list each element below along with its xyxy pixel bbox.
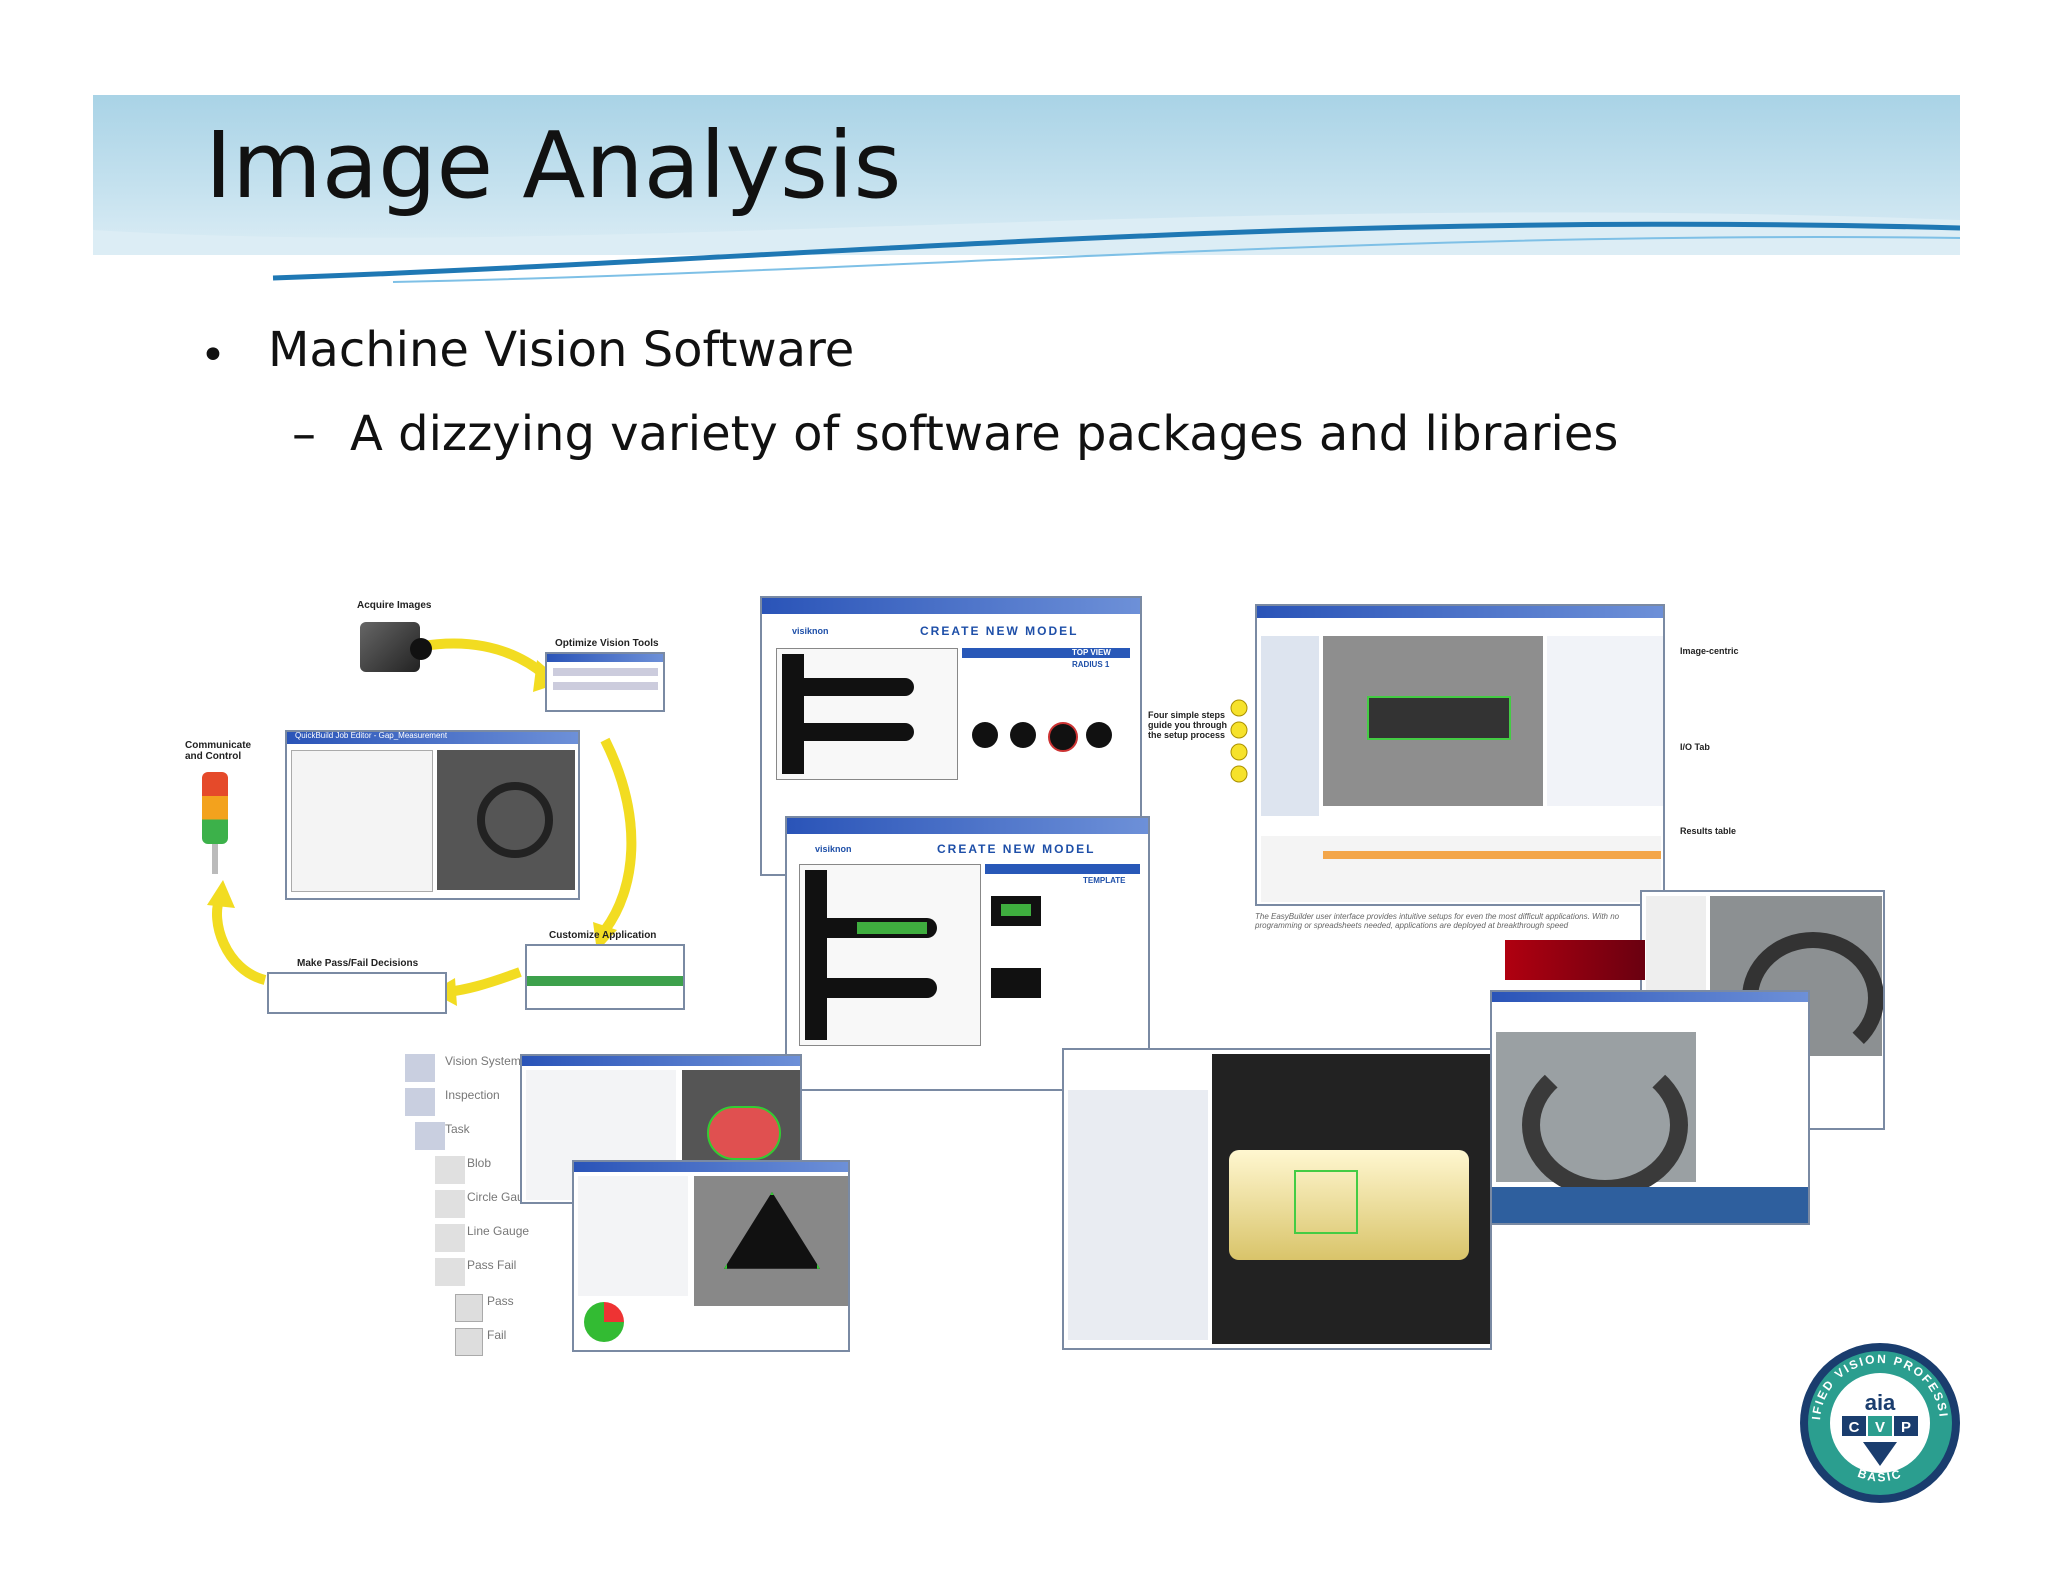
optimize-label: Optimize Vision Tools [555,638,659,649]
slide-title: Image Analysis [205,112,902,219]
communicate-label: Communicate and Control [185,740,252,762]
bullet-text: Machine Vision Software [268,322,855,378]
easybuilder-caption: The EasyBuilder user interface provides … [1255,912,1620,930]
red-status-bar [1505,940,1645,980]
steps-badges [1230,699,1248,783]
blob-window-2 [572,1160,850,1352]
blob-window-1 [520,1054,802,1204]
workflow-diagram: Acquire Images Optimize Vision Tools Com… [185,600,695,1020]
customize-label: Customize Application [549,930,657,941]
stack-light-icon [202,772,228,844]
badge-letter-p: P [1901,1419,1911,1436]
callout-results: Results table [1680,826,1737,836]
create-model-window-2: visiknon CREATE NEW MODEL TEMPLATE [785,816,1150,1091]
callout-image-centric: Image-centric [1680,646,1739,656]
badge-letter-v: V [1875,1419,1885,1436]
steps-note: Four simple steps guide you through the … [1148,710,1227,740]
callout-io-tab: I/O Tab [1680,742,1710,752]
badge-letter-c: C [1849,1419,1860,1436]
cvp-badge-icon: CERTIFIED VISION PROFESSIONAL BASIC aia … [1795,1338,1960,1503]
vision-tree: Vision System Inspection Task Blob Circl… [395,1050,537,1360]
banner-swoosh [93,212,1960,283]
pass-fail-label: Make Pass/Fail Decisions [297,958,419,969]
easybuilder-window [1255,604,1665,906]
sub-bullet-text: A dizzying variety of software packages … [350,406,1619,462]
clip-window-2 [1490,990,1810,1225]
pass-fail-panel [267,972,447,1014]
badge-level: BASIC [1856,1466,1902,1484]
sub-bullet-marker: – [292,406,316,462]
customize-panel [525,944,685,1010]
acquire-label: Acquire Images [357,600,432,611]
part-inspection-window [1062,1048,1492,1350]
svg-text:BASIC: BASIC [1856,1466,1904,1484]
bullet-marker: • [200,330,226,381]
badge-brand: aia [1865,1390,1896,1415]
job-editor-window: QuickBuild Job Editor - Gap_Measurement [285,730,580,900]
optimize-panel [545,652,665,712]
